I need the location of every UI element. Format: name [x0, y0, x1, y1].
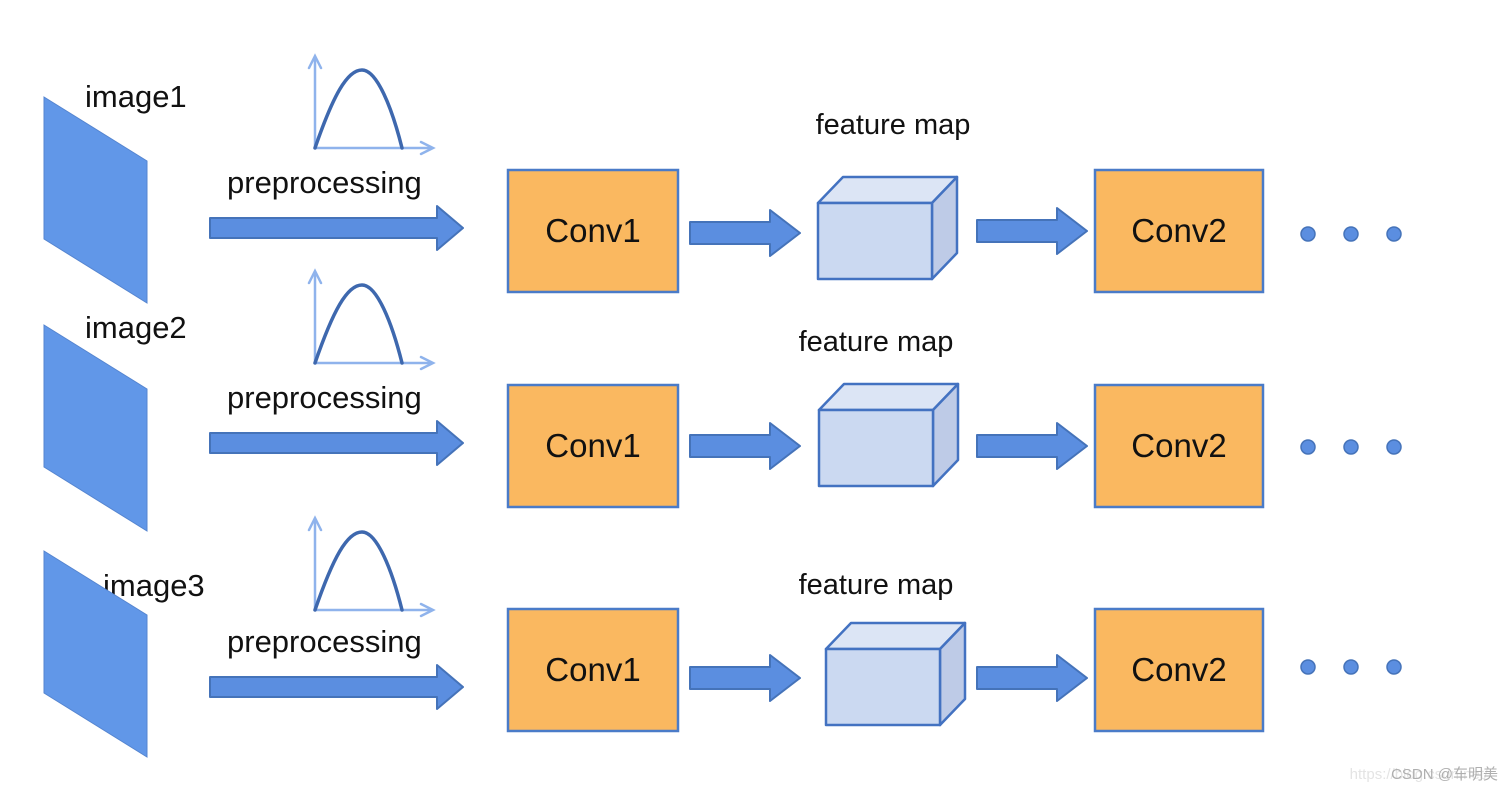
preprocessing-label: preprocessing — [227, 624, 422, 659]
curve-plot-icon — [307, 54, 435, 156]
feature-map-label: feature map — [799, 569, 954, 601]
flow-arrow-icon — [976, 207, 1088, 255]
pipeline-row-1: image1 preprocessing Conv1 feature map C… — [43, 54, 1402, 304]
feature-map-label: feature map — [816, 109, 971, 141]
pipeline-row-2: image2 preprocessing Conv1 feature map C… — [43, 269, 1402, 532]
conv2-box — [1093, 383, 1265, 509]
feature-map-cube-icon — [816, 175, 959, 281]
conv2-box — [1093, 607, 1265, 733]
conv1-box — [506, 168, 680, 294]
conv1-label: Conv1 — [545, 427, 640, 464]
preprocessing-arrow-icon — [209, 205, 464, 251]
preprocessing-label: preprocessing — [227, 380, 422, 415]
flow-arrow-icon — [689, 422, 801, 470]
pipeline-row-3: image3 preprocessing Conv1 feature map C… — [43, 516, 1402, 758]
flow-arrow-icon — [689, 209, 801, 257]
image-label: image3 — [103, 568, 205, 603]
conv2-label: Conv2 — [1131, 212, 1226, 249]
ellipsis-dots-icon — [1300, 226, 1402, 242]
feature-map-label: feature map — [799, 326, 954, 358]
preprocessing-label: preprocessing — [227, 165, 422, 200]
conv1-box — [506, 383, 680, 509]
conv1-label: Conv1 — [545, 212, 640, 249]
ellipsis-dots-icon — [1300, 659, 1402, 675]
preprocessing-arrow-icon — [209, 664, 464, 710]
conv1-label: Conv1 — [545, 651, 640, 688]
conv2-label: Conv2 — [1131, 427, 1226, 464]
image-label: image2 — [85, 310, 187, 345]
image-parallelogram-icon — [43, 324, 148, 532]
ellipsis-dots-icon — [1300, 439, 1402, 455]
preprocessing-arrow-icon — [209, 420, 464, 466]
curve-plot-icon — [307, 269, 435, 371]
image-parallelogram-icon — [43, 96, 148, 304]
flow-arrow-icon — [976, 654, 1088, 702]
feature-map-cube-icon — [817, 382, 960, 488]
feature-map-cube-icon — [824, 621, 967, 727]
flow-arrow-icon — [976, 422, 1088, 470]
conv1-box — [506, 607, 680, 733]
conv2-box — [1093, 168, 1265, 294]
flow-arrow-icon — [689, 654, 801, 702]
image-label: image1 — [85, 79, 187, 114]
conv2-label: Conv2 — [1131, 651, 1226, 688]
curve-plot-icon — [307, 516, 435, 618]
